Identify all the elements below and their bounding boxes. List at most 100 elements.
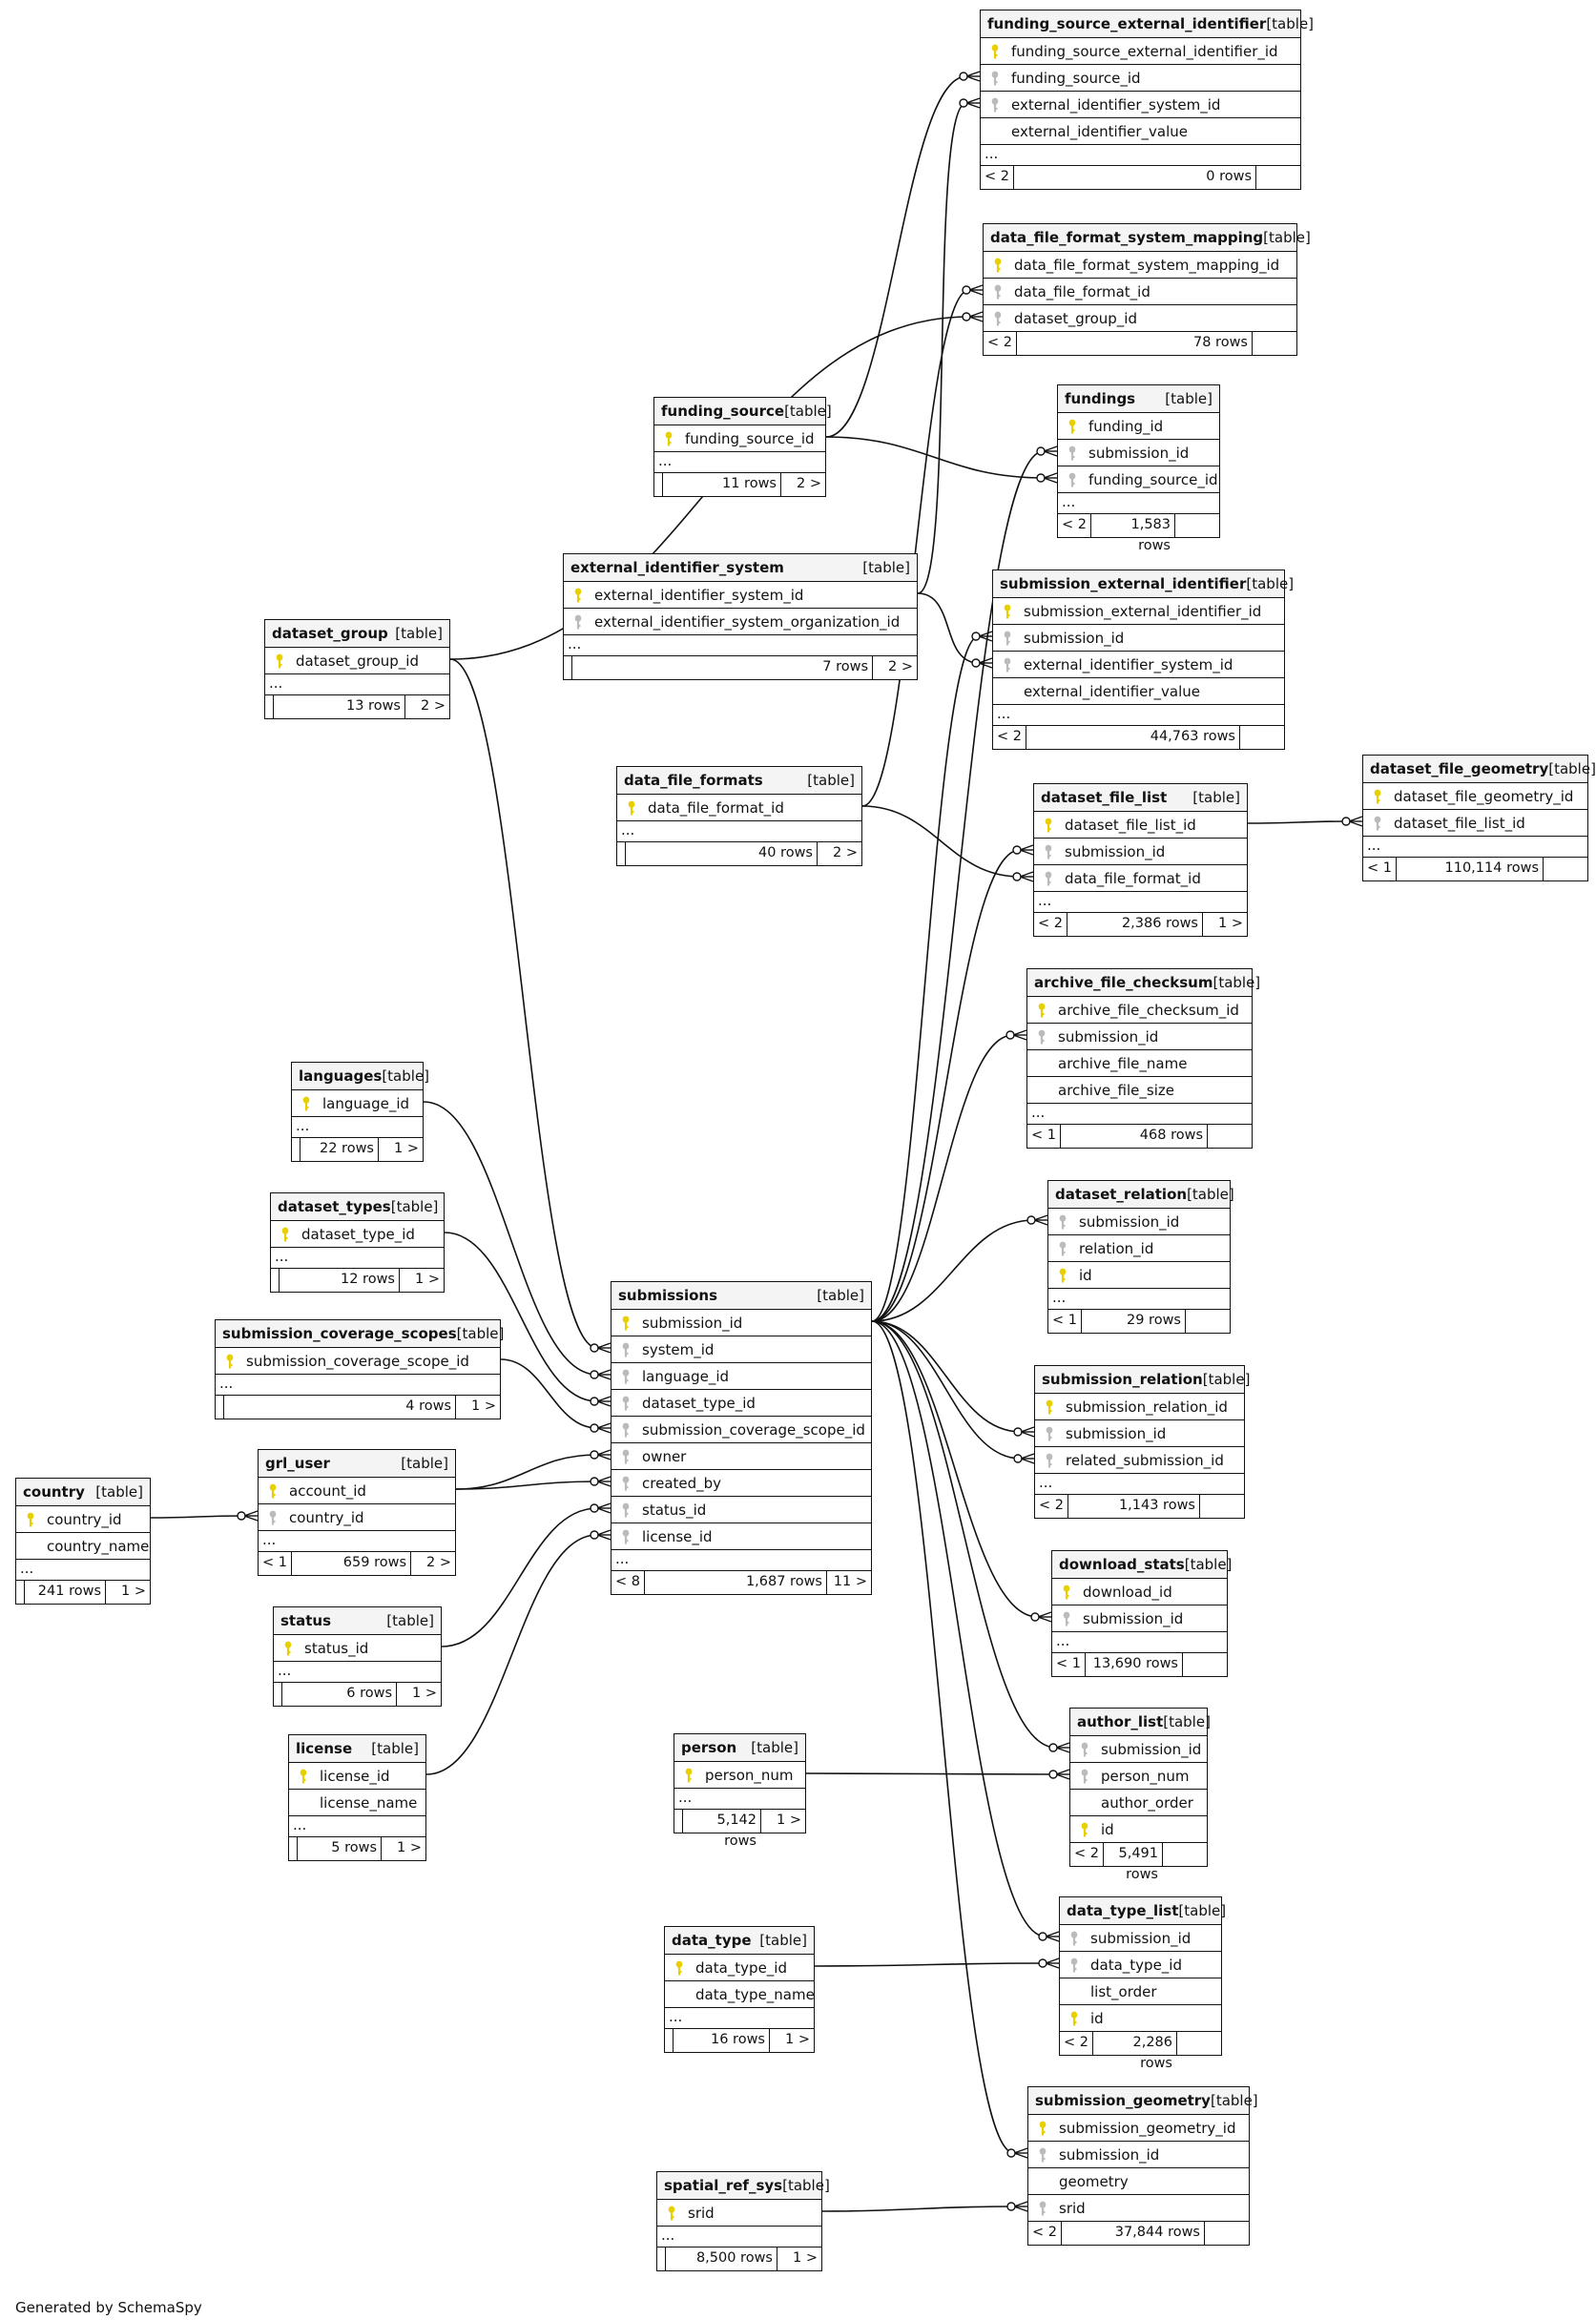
child-count[interactable]	[1255, 166, 1300, 189]
table-header[interactable]: status [table]	[274, 1607, 441, 1635]
child-count[interactable]	[1185, 1310, 1230, 1333]
column-row[interactable]: created_by	[611, 1470, 871, 1497]
child-count[interactable]	[1239, 726, 1284, 749]
parent-count[interactable]	[654, 473, 663, 496]
table-header[interactable]: dataset_relation [table]	[1048, 1181, 1234, 1209]
column-row[interactable]: submission_relation_id	[1035, 1394, 1244, 1420]
parent-count[interactable]: < 1	[259, 1552, 292, 1575]
column-row[interactable]: dataset_file_geometry_id	[1363, 783, 1587, 810]
child-count[interactable]	[1199, 1495, 1244, 1518]
table-submission-geometry[interactable]: submission_geometry [table] submission_g…	[1027, 2086, 1258, 2246]
table-header[interactable]: external_identifier_system [table]	[564, 554, 917, 582]
table-data-type-list[interactable]: data_type_list [table] submission_id dat…	[1059, 1896, 1226, 2071]
more-columns[interactable]: ...	[1027, 1104, 1252, 1125]
parent-count[interactable]	[271, 1269, 280, 1292]
parent-count[interactable]: < 2	[1034, 913, 1067, 936]
table-download-stats[interactable]: download_stats [table] download_id submi…	[1051, 1550, 1232, 1677]
parent-count[interactable]: < 1	[1363, 858, 1397, 880]
table-languages[interactable]: languages [table] language_id... 22 rows…	[291, 1062, 429, 1162]
column-row[interactable]: submission_id	[1058, 440, 1219, 466]
child-count[interactable]: 2 >	[872, 656, 917, 679]
column-row[interactable]: data_file_format_id	[1034, 865, 1247, 892]
table-header[interactable]: author_list [table]	[1070, 1709, 1211, 1736]
child-count[interactable]: 1 >	[777, 2248, 821, 2270]
table-external-identifier-system[interactable]: external_identifier_system [table] exter…	[563, 553, 918, 680]
column-row[interactable]: country_id	[259, 1504, 455, 1531]
more-columns[interactable]: ...	[674, 1789, 805, 1810]
table-submission-external-identifier[interactable]: submission_external_identifier [table] s…	[992, 570, 1294, 750]
parent-count[interactable]	[674, 1810, 683, 1833]
table-dataset-file-list[interactable]: dataset_file_list [table] dataset_file_l…	[1033, 783, 1248, 937]
column-row[interactable]: language_id	[611, 1363, 871, 1390]
column-row[interactable]: license_id	[289, 1763, 425, 1790]
column-row[interactable]: license_id	[611, 1523, 871, 1550]
column-row[interactable]: external_identifier_value	[993, 678, 1284, 705]
table-header[interactable]: data_type [table]	[665, 1927, 814, 1955]
column-row[interactable]: archive_file_name	[1027, 1050, 1252, 1077]
table-grl-user[interactable]: grl_user [table] account_id country_id..…	[258, 1449, 456, 1576]
parent-count[interactable]: < 2	[1058, 514, 1091, 537]
child-count[interactable]	[1174, 514, 1219, 537]
column-row[interactable]: funding_source_external_identifier_id	[981, 38, 1300, 65]
parent-count[interactable]	[657, 2248, 666, 2270]
parent-count[interactable]	[16, 1581, 25, 1604]
parent-count[interactable]: < 1	[1048, 1310, 1082, 1333]
table-funding-source-external-identifier[interactable]: funding_source_external_identifier [tabl…	[980, 10, 1314, 190]
column-row[interactable]: language_id	[292, 1090, 423, 1117]
column-row[interactable]: data_file_format_system_mapping_id	[984, 252, 1296, 279]
table-header[interactable]: submission_external_identifier [table]	[993, 570, 1294, 598]
column-row[interactable]: submission_geometry_id	[1028, 2115, 1249, 2142]
table-funding-source[interactable]: funding_source [table] funding_source_id…	[653, 397, 832, 497]
child-count[interactable]: 2 >	[404, 695, 449, 718]
parent-count[interactable]: < 2	[1060, 2032, 1093, 2055]
table-header[interactable]: funding_source [table]	[654, 398, 832, 425]
column-row[interactable]: submission_id	[1034, 839, 1247, 865]
table-dataset-file-geometry[interactable]: dataset_file_geometry [table] dataset_fi…	[1362, 755, 1596, 881]
column-row[interactable]: submission_id	[1052, 1605, 1227, 1632]
column-row[interactable]: dataset_file_list_id	[1363, 810, 1587, 837]
column-row[interactable]: dataset_type_id	[611, 1390, 871, 1417]
column-row[interactable]: country_name	[16, 1533, 150, 1560]
child-count[interactable]: 1 >	[399, 1269, 444, 1292]
table-header[interactable]: country [table]	[16, 1479, 150, 1506]
column-row[interactable]: submission_coverage_scope_id	[611, 1417, 871, 1443]
more-columns[interactable]: ...	[265, 674, 449, 695]
more-columns[interactable]: ...	[216, 1375, 500, 1396]
column-row[interactable]: external_identifier_system_organization_…	[564, 609, 917, 635]
parent-count[interactable]	[292, 1138, 301, 1161]
column-row[interactable]: status_id	[611, 1497, 871, 1523]
table-dataset-relation[interactable]: dataset_relation [table] submission_id r…	[1047, 1180, 1234, 1334]
table-dataset-types[interactable]: dataset_types [table] dataset_type_id...…	[270, 1192, 445, 1293]
parent-count[interactable]	[265, 695, 274, 718]
column-row[interactable]: srid	[657, 2200, 821, 2227]
column-row[interactable]: relation_id	[1048, 1235, 1230, 1262]
parent-count[interactable]	[274, 1683, 282, 1706]
column-row[interactable]: funding_source_id	[1058, 466, 1219, 493]
child-count[interactable]: 1 >	[396, 1683, 441, 1706]
table-header[interactable]: submission_relation [table]	[1035, 1366, 1250, 1394]
column-row[interactable]: funding_source_id	[654, 425, 825, 452]
column-row[interactable]: author_order	[1070, 1790, 1207, 1816]
column-row[interactable]: data_file_format_id	[617, 795, 861, 821]
table-header[interactable]: submission_geometry [table]	[1028, 2087, 1258, 2115]
table-header[interactable]: license [table]	[289, 1735, 425, 1763]
child-count[interactable]: 11 >	[826, 1571, 871, 1594]
table-header[interactable]: submissions [table]	[611, 1282, 871, 1310]
table-header[interactable]: dataset_file_geometry [table]	[1363, 756, 1596, 783]
parent-count[interactable]: < 1	[1027, 1125, 1061, 1148]
column-row[interactable]: license_name	[289, 1790, 425, 1816]
child-count[interactable]: 1 >	[455, 1396, 500, 1419]
column-row[interactable]: dataset_group_id	[265, 648, 449, 674]
table-header[interactable]: grl_user [table]	[259, 1450, 455, 1478]
more-columns[interactable]: ...	[611, 1550, 871, 1571]
column-row[interactable]: data_file_format_id	[984, 279, 1296, 305]
table-status[interactable]: status [table] status_id... 6 rows 1 >	[273, 1606, 442, 1707]
child-count[interactable]: 1 >	[378, 1138, 423, 1161]
child-count[interactable]	[1252, 332, 1296, 355]
table-header[interactable]: spatial_ref_sys [table]	[657, 2172, 830, 2200]
table-header[interactable]: dataset_group [table]	[265, 620, 449, 648]
child-count[interactable]: 2 >	[410, 1552, 455, 1575]
column-row[interactable]: dataset_file_list_id	[1034, 812, 1247, 839]
parent-count[interactable]: < 2	[1028, 2222, 1062, 2245]
